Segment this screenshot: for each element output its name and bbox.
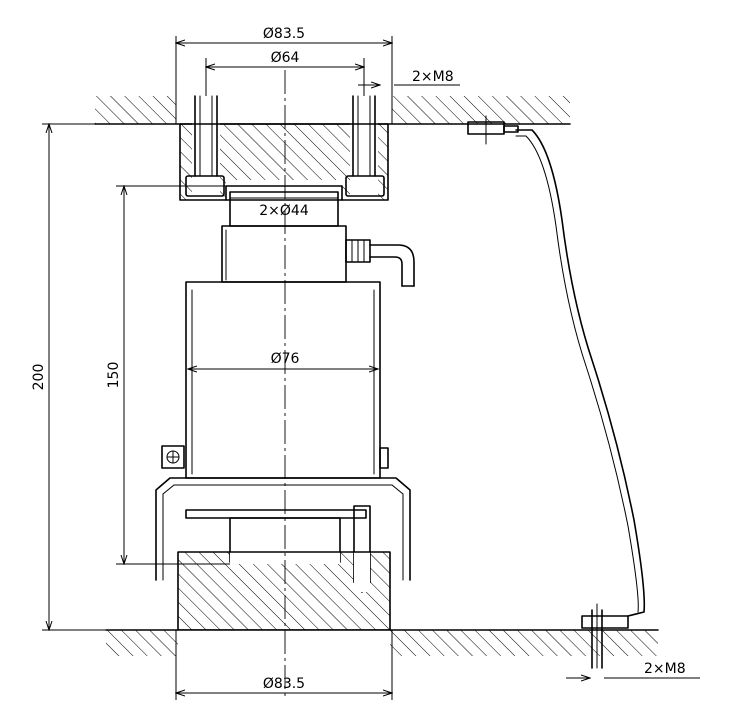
total-height-label: 200 [31,364,47,391]
terminal-right [379,447,389,469]
cable-connector [345,239,415,287]
load-button-label: 2×Ø44 [259,203,309,219]
ceiling-surface [94,96,571,125]
ground-terminal-left [161,445,185,469]
top-bolt-circle-label: Ø64 [271,50,300,66]
dim-body-diameter: Ø76 [188,351,378,369]
top-bolts-label: 2×M8 [412,69,454,85]
dim-bottom-diameter: Ø83.5 [176,630,392,700]
body-diameter-label: Ø76 [271,351,300,367]
dim-top-bolts: 2×M8 [358,69,460,85]
cell-height-label: 150 [106,362,122,389]
base-block [177,551,391,631]
dim-bottom-bolts: 2×M8 [566,661,700,678]
dim-top-outer-diameter: Ø83.5 [176,26,392,124]
bottom-bolts-label: 2×M8 [644,661,686,677]
ground-cable [467,115,646,669]
dim-total-height: 200 [31,124,106,630]
cell-upper-housing [221,225,347,283]
top-outer-diameter-label: Ø83.5 [263,26,305,42]
floor-surface [105,629,659,656]
top-mounting-plate [179,95,389,201]
dim-top-bolt-circle: Ø64 [206,50,364,96]
bottom-diameter-label: Ø83.5 [263,676,305,692]
cell-main-body [185,281,381,479]
dim-cell-height: 150 [106,186,230,564]
